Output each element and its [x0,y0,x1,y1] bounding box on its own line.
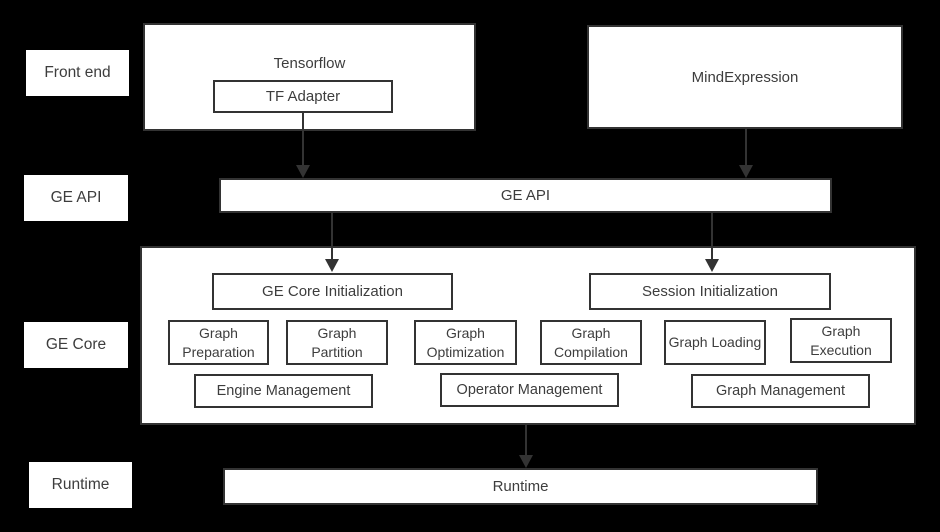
module-graph-partition: Graph Partition [286,320,388,365]
layer-label-runtime: Runtime [29,462,132,508]
module-graph-compilation: Graph Compilation [540,320,642,365]
module-graph-preparation: Graph Preparation [168,320,269,365]
ge-api-box: GE API [219,178,832,213]
tf-adapter-box: TF Adapter [213,80,393,113]
tensorflow-container: Tensorflow [143,23,476,131]
layer-label-ge-core: GE Core [24,322,128,368]
module-graph-loading: Graph Loading [664,320,766,365]
module-graph-optimization: Graph Optimization [414,320,517,365]
ge-core-initialization-box: GE Core Initialization [212,273,453,310]
mindexpression-box: MindExpression [587,25,903,129]
module-graph-execution: Graph Execution [790,318,892,363]
tensorflow-label: Tensorflow [273,55,346,72]
engine-management-box: Engine Management [194,374,373,408]
graph-management-box: Graph Management [691,374,870,408]
arrow-ge-core-to-runtime [525,425,527,455]
operator-management-box: Operator Management [440,373,619,407]
arrow-ge-api-to-session-initialization [711,213,713,259]
arrow-ge-api-to-ge-core-initialization [331,213,333,259]
runtime-box: Runtime [223,468,818,505]
layer-label-ge-api: GE API [24,175,128,221]
arrow-tf-adapter-to-ge-api [302,113,304,165]
layer-label-front-end: Front end [26,50,129,96]
session-initialization-box: Session Initialization [589,273,831,310]
arrow-mindexpression-to-ge-api [745,129,747,165]
